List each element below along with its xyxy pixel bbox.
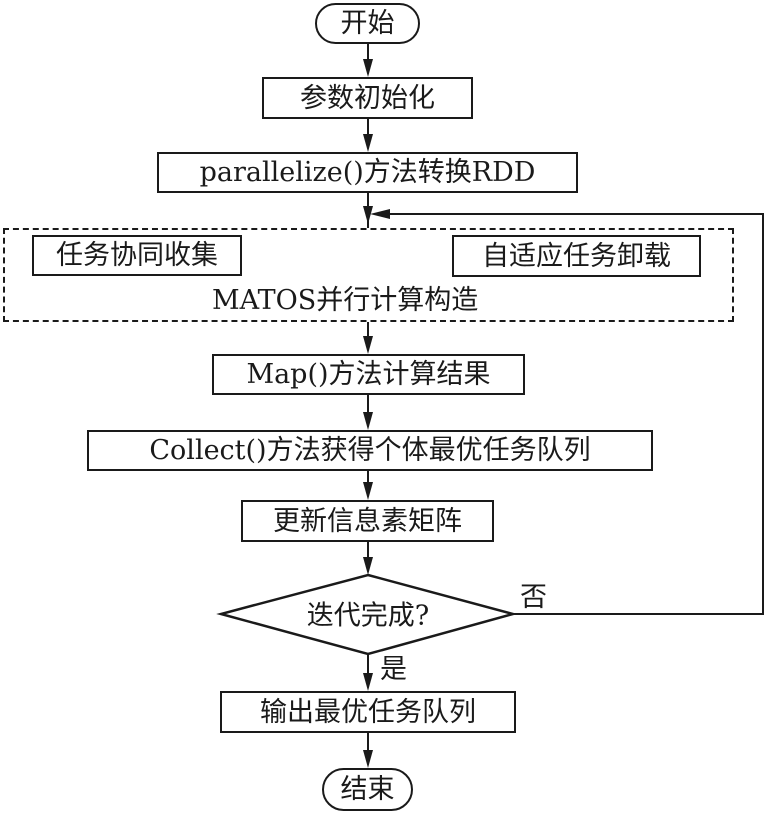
collect-label: Collect()方法获得个体最优任务队列 bbox=[149, 435, 591, 466]
arrowhead bbox=[363, 206, 373, 224]
yes-label: 是 bbox=[380, 654, 407, 685]
init-step: 参数初始化 bbox=[262, 77, 473, 119]
matos-group-title: MATOS并行计算构造 bbox=[212, 285, 479, 316]
no-label: 否 bbox=[520, 582, 547, 613]
start-label: 开始 bbox=[340, 8, 395, 39]
map-step: Map()方法计算结果 bbox=[212, 354, 525, 395]
collect-step: Collect()方法获得个体最优任务队列 bbox=[87, 430, 653, 471]
arrowhead bbox=[363, 412, 373, 430]
update-step: 更新信息素矩阵 bbox=[241, 500, 494, 542]
arrowhead bbox=[363, 59, 373, 77]
parallelize-step: parallelize()方法转换RDD bbox=[157, 152, 578, 193]
start-node: 开始 bbox=[315, 3, 420, 44]
end-node: 结束 bbox=[322, 768, 413, 811]
init-label: 参数初始化 bbox=[300, 82, 435, 114]
feedback-loop-line bbox=[388, 213, 764, 615]
arrowhead bbox=[363, 557, 373, 575]
task-collection-label: 任务协同收集 bbox=[56, 240, 218, 271]
decision-label: 迭代完成? bbox=[306, 600, 430, 632]
update-label: 更新信息素矩阵 bbox=[273, 505, 462, 537]
matos-group bbox=[3, 228, 734, 322]
decision-diamond bbox=[216, 573, 518, 656]
parallelize-label: parallelize()方法转换RDD bbox=[199, 157, 536, 188]
arrowhead bbox=[363, 134, 373, 152]
arrowhead bbox=[363, 482, 373, 500]
task-collection-step: 任务协同收集 bbox=[32, 235, 242, 276]
arrowhead bbox=[363, 673, 373, 691]
end-label: 结束 bbox=[340, 774, 395, 805]
output-label: 输出最优任务队列 bbox=[260, 696, 476, 728]
output-step: 输出最优任务队列 bbox=[220, 691, 516, 733]
arrowhead-feedback bbox=[370, 209, 390, 219]
map-label: Map()方法计算结果 bbox=[246, 359, 491, 390]
adaptive-offload-step: 自适应任务卸载 bbox=[452, 235, 701, 277]
adaptive-offload-label: 自适应任务卸载 bbox=[482, 240, 671, 272]
arrowhead bbox=[363, 750, 373, 768]
arrowhead bbox=[363, 336, 373, 354]
